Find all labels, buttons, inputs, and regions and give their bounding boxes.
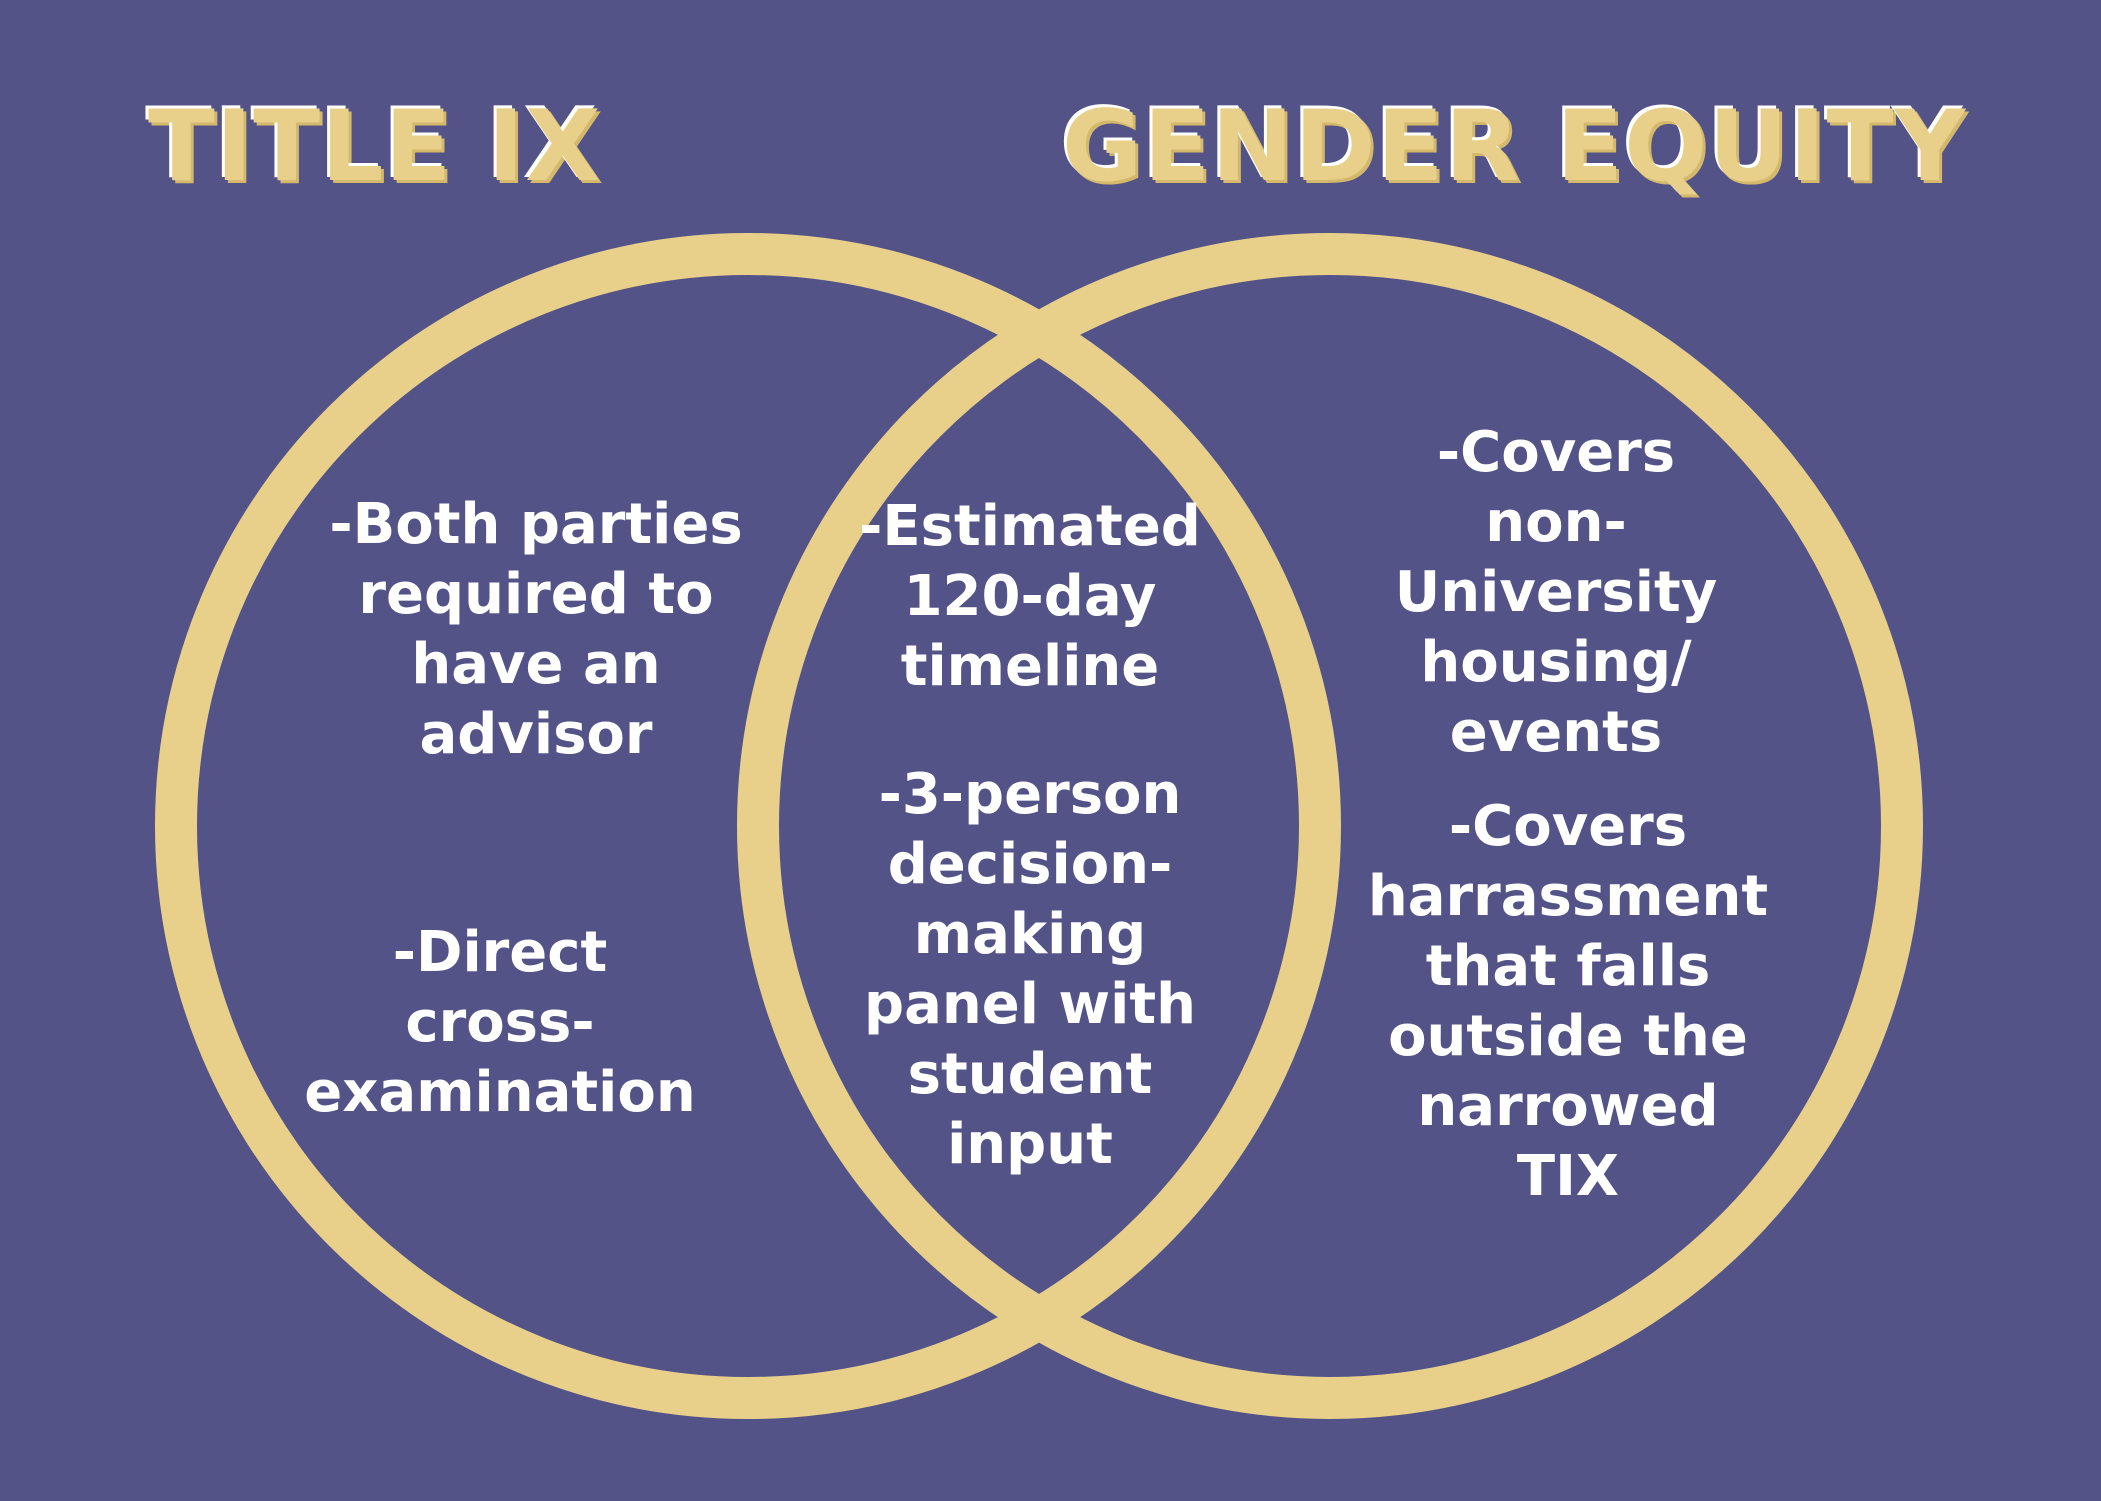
gender-equity-heading: GENDER EQUITY [1062,90,1967,204]
left-ring [155,233,1341,1419]
right-ring [737,233,1923,1419]
title-ix-heading: TITLE IX [148,90,602,204]
